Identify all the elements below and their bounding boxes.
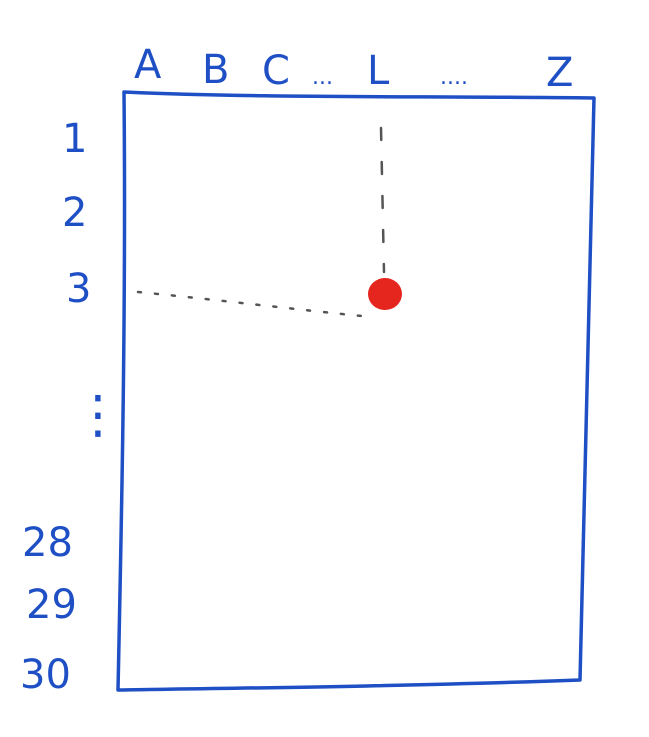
column-label-a: A bbox=[134, 42, 162, 88]
row-label-2: 2 bbox=[62, 190, 87, 236]
column-guide-line bbox=[379, 126, 386, 274]
row-labels: 1 2 3 ⋮ 28 29 30 bbox=[20, 116, 124, 698]
grid-frame bbox=[116, 90, 596, 692]
row-label-1: 1 bbox=[62, 116, 87, 162]
column-ellipsis-left: ... bbox=[312, 65, 333, 90]
row-guide-line bbox=[136, 290, 364, 318]
row-label-29: 29 bbox=[26, 582, 77, 628]
row-label-30: 30 bbox=[20, 652, 71, 698]
column-ellipsis-right: .... bbox=[440, 65, 468, 90]
column-label-z: Z bbox=[546, 50, 573, 96]
column-label-c: C bbox=[262, 48, 290, 94]
selected-cell-marker bbox=[368, 278, 402, 310]
column-label-b: B bbox=[202, 47, 229, 93]
column-label-l: L bbox=[367, 48, 390, 94]
row-label-3: 3 bbox=[66, 266, 91, 312]
row-label-vellipsis: ⋮ bbox=[72, 385, 124, 445]
column-labels: A B C ... L .... Z bbox=[134, 42, 573, 96]
row-label-28: 28 bbox=[22, 520, 73, 566]
